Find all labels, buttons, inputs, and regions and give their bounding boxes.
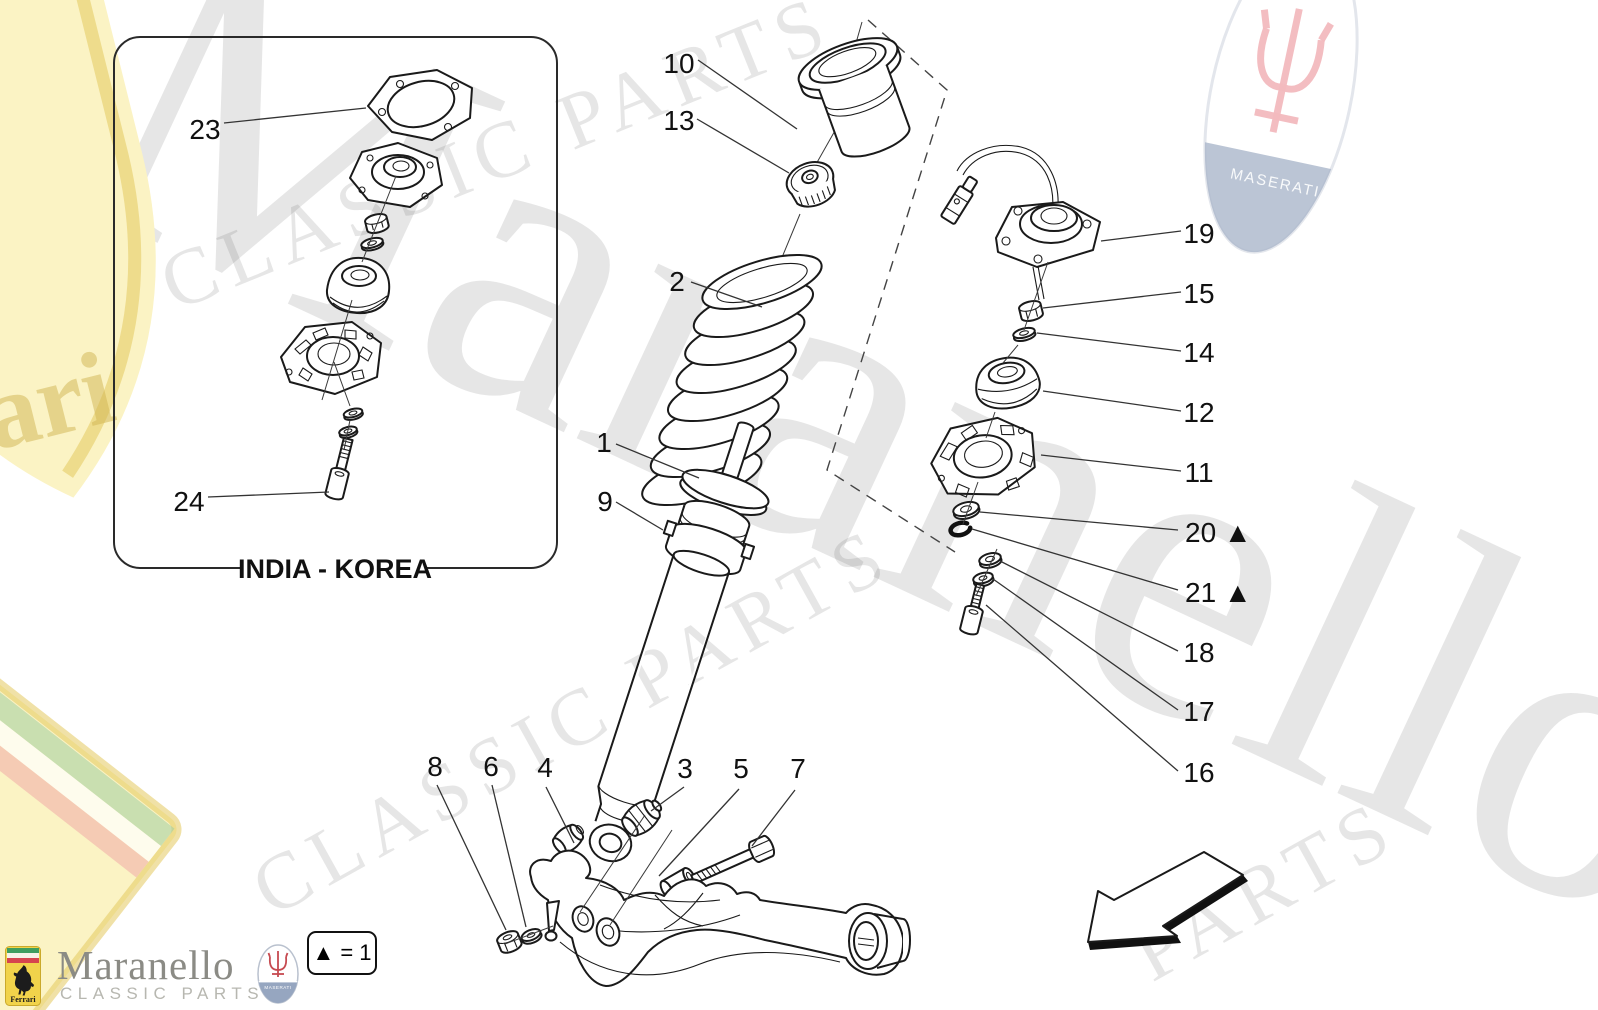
part-16-bolt bbox=[959, 582, 986, 636]
part-6-washer bbox=[520, 928, 543, 945]
part-14-washer bbox=[1012, 326, 1037, 343]
maranello-logo-tagline: CLASSIC PARTS bbox=[60, 984, 265, 1003]
inset-part-24-bolt bbox=[324, 436, 354, 501]
callout-21[interactable]: 21 ▲ bbox=[1185, 577, 1252, 608]
callout-20[interactable]: 20 ▲ bbox=[1185, 517, 1252, 548]
part-9-spring-seat bbox=[681, 468, 770, 510]
direction-arrow bbox=[1087, 851, 1248, 950]
part-19-electronic-mount bbox=[940, 144, 1101, 301]
callout-15[interactable]: 15 bbox=[1183, 278, 1214, 309]
trident-icon bbox=[267, 951, 289, 977]
callout-23[interactable]: 23 bbox=[189, 114, 220, 145]
callout-6[interactable]: 6 bbox=[483, 751, 499, 782]
legend-triangle-equals-one: ▲ = 1 bbox=[307, 931, 377, 975]
suspension-control-arm bbox=[529, 849, 911, 987]
part-13-cap bbox=[785, 161, 836, 208]
callout-17[interactable]: 17 bbox=[1183, 696, 1214, 727]
right-axis-lines bbox=[962, 261, 1049, 597]
leader-lines bbox=[207, 59, 1182, 931]
part-10-dust-cup bbox=[797, 37, 911, 158]
callout-14[interactable]: 14 bbox=[1183, 337, 1214, 368]
part-11-lower-flange bbox=[930, 416, 1036, 498]
ferrari-wordmark: Ferrari bbox=[10, 995, 36, 1004]
inset-box bbox=[113, 36, 558, 587]
callout-2[interactable]: 2 bbox=[669, 266, 685, 297]
callout-1[interactable]: 1 bbox=[596, 427, 612, 458]
callout-16[interactable]: 16 bbox=[1183, 757, 1214, 788]
callout-7[interactable]: 7 bbox=[790, 753, 806, 784]
ferrari-logo: Ferrari bbox=[5, 946, 41, 1006]
callout-11[interactable]: 11 bbox=[1184, 457, 1213, 488]
callout-5[interactable]: 5 bbox=[733, 753, 749, 784]
maranello-logo-text[interactable]: Maranello bbox=[57, 942, 235, 988]
part-20-washer bbox=[952, 500, 981, 520]
callout-24[interactable]: 24 bbox=[173, 486, 204, 517]
trident-watermark bbox=[1254, 8, 1334, 133]
inset-caption: INDIA - KOREA bbox=[238, 554, 432, 584]
ferrari-shield-watermark-bottom bbox=[0, 630, 182, 1010]
part-21-circlip bbox=[948, 520, 973, 538]
ball-joint-stud bbox=[546, 900, 560, 932]
inset-part-strut-mount bbox=[349, 142, 443, 208]
callout-9[interactable]: 9 bbox=[597, 486, 613, 517]
arm-axis-lines bbox=[504, 814, 673, 945]
part-18-washer bbox=[978, 552, 1003, 569]
inset-part-lower-flange bbox=[280, 321, 382, 395]
callout-12[interactable]: 12 bbox=[1183, 397, 1214, 428]
inset-part-23-top-flange bbox=[367, 69, 473, 141]
callout-4[interactable]: 4 bbox=[537, 752, 553, 783]
maserati-badge-text: MASERATI bbox=[264, 985, 291, 990]
inset-part-washer-upper bbox=[342, 407, 364, 421]
inset-axis-lines bbox=[321, 175, 397, 451]
callout-13[interactable]: 13 bbox=[663, 105, 694, 136]
inset-part-washer bbox=[360, 236, 385, 252]
callout-8[interactable]: 8 bbox=[427, 751, 443, 782]
inset-part-bump-stop bbox=[325, 256, 391, 315]
part-12-bump-stop bbox=[975, 356, 1041, 410]
maserati-badge: MASERATI bbox=[257, 944, 299, 1004]
prancing-horse-icon bbox=[13, 965, 35, 996]
callout-3[interactable]: 3 bbox=[677, 753, 693, 784]
callout-18[interactable]: 18 bbox=[1183, 637, 1214, 668]
callout-10[interactable]: 10 bbox=[663, 48, 694, 79]
callout-labels: 23 24 10 13 2 1 9 8 6 4 3 5 7 19 15 14 1… bbox=[173, 48, 1251, 788]
variant-divider-dashed-line bbox=[826, 19, 956, 553]
part-1-shock-absorber bbox=[588, 421, 770, 863]
callout-19[interactable]: 19 bbox=[1183, 218, 1214, 249]
